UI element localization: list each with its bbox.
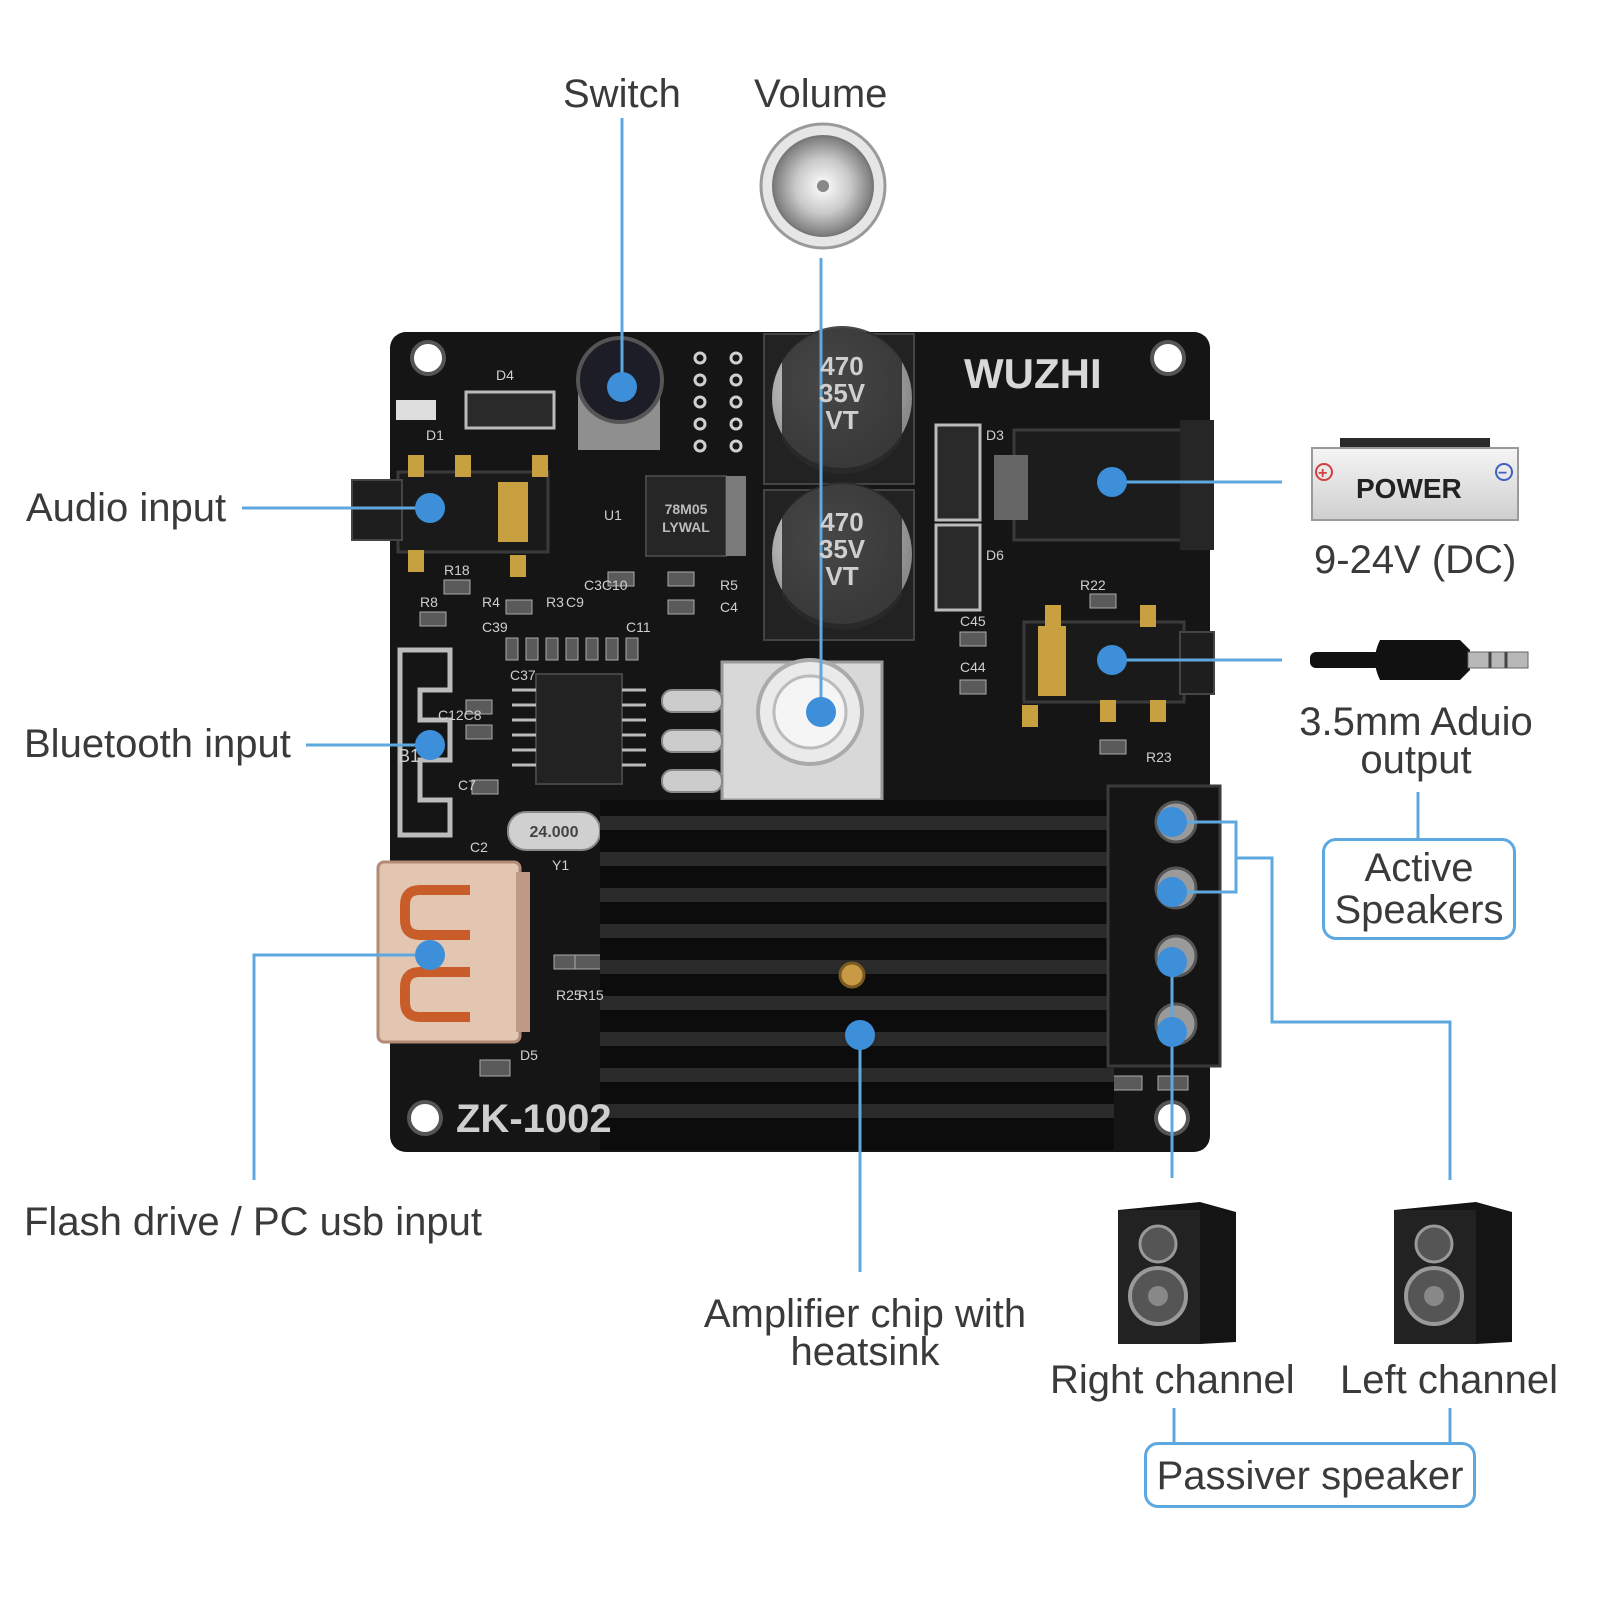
callout-dots (415, 372, 1187, 1050)
silk-label: C12C8 (438, 707, 482, 723)
silk-label: D1 (426, 427, 444, 443)
silk-label: R18 (444, 562, 470, 578)
capacitor-label-2c: VT (825, 561, 858, 591)
crystal-label: 24.000 (530, 824, 579, 841)
battery-icon (1311, 438, 1519, 521)
active-speakers-line2: Speakers (1334, 888, 1504, 932)
capacitor-label-1c: VT (825, 405, 858, 435)
silk-label: R8 (420, 594, 438, 610)
silk-label: R3 (546, 594, 564, 610)
right-speaker-icon (1118, 1202, 1236, 1344)
capacitor-label-1b: 35V (819, 378, 866, 408)
silk-label: R15 (578, 987, 604, 1003)
silk-label: Y1 (552, 857, 569, 873)
active-speakers-box: Active Speakers (1322, 838, 1516, 940)
silk-label: C45 (960, 613, 986, 629)
silk-label: C39 (482, 619, 508, 635)
board-text: WUZHI ZK-1002 470 35V VT 470 35V VT 78M0… (456, 350, 1507, 1141)
model-text: ZK-1002 (456, 1097, 612, 1141)
left-channel-label: Left channel (1340, 1358, 1558, 1402)
battery-minus-sign: − (1498, 465, 1507, 482)
battery-plus-sign: + (1318, 465, 1327, 482)
silk-label: R23 (1146, 749, 1172, 765)
volume-label: Volume (754, 72, 888, 116)
silk-label: B1 (398, 746, 420, 766)
callout-lines (242, 118, 1452, 1442)
audio-input-jack (351, 455, 550, 577)
silk-label: C44 (960, 659, 986, 675)
audio-output-label: 3.5mm Aduio output (1290, 700, 1542, 782)
amplifier-label-line1: Amplifier chip with (703, 1292, 1027, 1336)
silk-label: C7 (458, 777, 476, 793)
silk-label: R4 (482, 594, 500, 610)
capacitor-1 (763, 326, 915, 485)
volume-potentiometer (661, 658, 884, 802)
bluetooth-antenna (397, 647, 453, 838)
regulator-label-2: LYWAL (662, 519, 710, 535)
capacitor-label-2a: 470 (820, 507, 863, 537)
silk-label: C2 (470, 839, 488, 855)
capacitor-label-2b: 35V (819, 534, 866, 564)
capacitor-label-1a: 470 (820, 351, 863, 381)
audio-plug-icon (1310, 640, 1529, 680)
right-channel-label: Right channel (1050, 1358, 1295, 1402)
silk-label: C9 (566, 594, 584, 610)
usb-port (376, 860, 530, 1044)
silk-label: D4 (496, 367, 514, 383)
silk-label: U1 (604, 507, 622, 523)
switch-label: Switch (563, 72, 681, 116)
audio-input-label: Audio input (26, 486, 227, 530)
silk-label: C3C10 (584, 577, 628, 593)
pcb-board (351, 326, 1222, 1152)
active-speakers-line1: Active (1364, 846, 1474, 890)
capacitor-2 (763, 482, 915, 641)
silk-label: D5 (520, 1047, 538, 1063)
power-voltage-label: 9-24V (DC) (1314, 538, 1517, 582)
regulator-label-1: 78M05 (665, 501, 708, 517)
silk-label: C4 (720, 599, 738, 615)
silk-label: D3 (986, 427, 1004, 443)
battery-label: POWER (1356, 473, 1462, 504)
volume-knob (759, 122, 887, 250)
flash-drive-label: Flash drive / PC usb input (24, 1200, 482, 1244)
silk-label: C11 (626, 619, 651, 635)
silk-label: R25 (556, 987, 582, 1003)
silk-label: R22 (1080, 577, 1106, 593)
silkscreen-labels: D4 D1 R18 R8 R4 R3 C9 C3C10 R5 C4 U1 C39… (398, 367, 1172, 1063)
header-pins (693, 351, 743, 453)
silk-label: C37 (510, 667, 536, 683)
audio-output-jack (1022, 605, 1215, 727)
silk-label: R5 (720, 577, 738, 593)
brand-text: WUZHI (964, 350, 1102, 397)
silk-label: D6 (986, 547, 1004, 563)
bluetooth-input-label: Bluetooth input (24, 722, 291, 766)
audio-output-label-line1: 3.5mm Aduio (1299, 700, 1533, 744)
amplifier-label: Amplifier chip with heatsink (700, 1292, 1030, 1374)
amplifier-label-line2: heatsink (790, 1330, 940, 1374)
passive-speaker-box: Passiver speaker (1144, 1442, 1476, 1508)
left-speaker-icon (1394, 1202, 1512, 1344)
heatsink (600, 800, 1114, 1150)
audio-output-label-line2: output (1360, 738, 1472, 782)
